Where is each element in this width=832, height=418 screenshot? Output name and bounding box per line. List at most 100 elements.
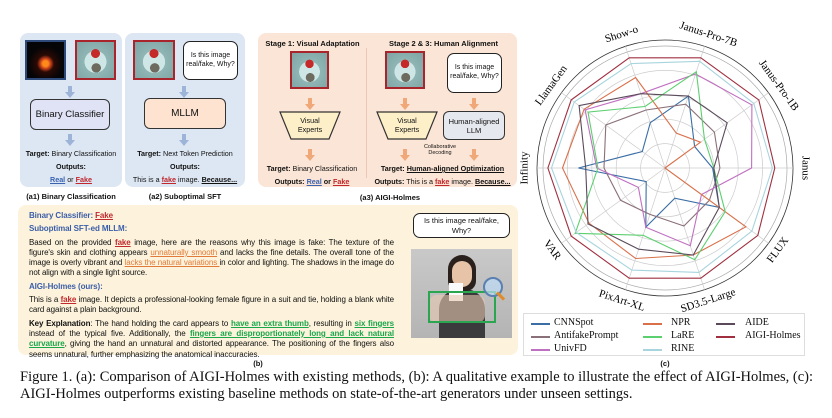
explanation-paragraph: AIGI-Holmes (ours): bbox=[29, 282, 394, 292]
series-npr bbox=[561, 76, 747, 260]
visual-experts-label: Visual Experts bbox=[297, 116, 323, 134]
caption-c: (c) bbox=[660, 359, 670, 368]
human-aligned-llm-block: Human-aligned LLM bbox=[443, 111, 505, 140]
text-segment: image. It depicts a professional-looking… bbox=[29, 295, 394, 315]
output-text: image. bbox=[451, 177, 473, 186]
fake-image-woman bbox=[411, 249, 512, 338]
stage23-title: Stage 2 & 3: Human Alignment bbox=[389, 39, 498, 48]
legend-swatch bbox=[531, 323, 550, 325]
explanation-paragraph: Key Explanation: The hand holding the ca… bbox=[29, 319, 394, 360]
stage1-title: Stage 1: Visual Adaptation bbox=[265, 39, 360, 48]
highlight-orange: unnaturally smooth bbox=[150, 247, 218, 257]
fake-image-apple bbox=[133, 40, 175, 80]
legend-label: CNNSpot bbox=[554, 317, 594, 328]
target-label: Target: bbox=[137, 149, 162, 158]
a2-outputs: This is a fake image. Because... bbox=[125, 175, 245, 184]
series-lare bbox=[574, 70, 726, 261]
question-bubble: Is this image real/fake, Why? bbox=[447, 53, 502, 93]
axis-label: Janus bbox=[799, 156, 811, 180]
fake-image-apple bbox=[385, 51, 425, 89]
legend-swatch bbox=[531, 336, 550, 338]
highlight-green: six fingers bbox=[354, 318, 395, 328]
figure-caption: Figure 1. (a): Comparison of AIGI-Holmes… bbox=[20, 369, 825, 403]
output-fake: fake bbox=[435, 177, 450, 186]
axis-label: Infinity bbox=[520, 151, 531, 184]
axis-spoke bbox=[625, 46, 666, 169]
stage-divider bbox=[366, 48, 367, 178]
highlight-fake: fake bbox=[60, 295, 77, 305]
arrow-down-icon bbox=[65, 86, 75, 98]
target-value: Next Token Prediction bbox=[163, 149, 233, 158]
mllm-block: MLLM bbox=[144, 98, 226, 129]
axis-label: Janus-Pro-7B bbox=[678, 19, 739, 49]
output-because: Because... bbox=[475, 177, 511, 186]
outputs-label: Outputs: bbox=[374, 177, 405, 186]
real-image-splash bbox=[25, 40, 66, 80]
output-fake: Fake bbox=[332, 177, 350, 186]
series-antifakeprompt bbox=[603, 103, 721, 227]
text-segment: instead of the typical five. Additionall… bbox=[29, 328, 190, 338]
text-segment: image, here are the reasons why this ima… bbox=[29, 237, 394, 257]
output-text: image. bbox=[178, 175, 200, 184]
caption-a2: (a2) Suboptimal SFT bbox=[148, 192, 222, 201]
caption-line-1: Figure 1. (a): Comparison of AIGI-Holmes… bbox=[20, 369, 814, 385]
series-rine bbox=[550, 60, 773, 273]
caption-line-2: AIGI-Holmes outperforms existing baselin… bbox=[20, 386, 633, 402]
output-real: Real bbox=[50, 175, 66, 184]
arrow-down-icon bbox=[179, 86, 189, 98]
series-aide bbox=[578, 93, 728, 256]
legend-label: AIGI-Holmes bbox=[745, 330, 801, 341]
fake-image-apple bbox=[75, 40, 116, 80]
visual-experts-block bbox=[279, 111, 341, 140]
axis-spoke bbox=[625, 167, 666, 290]
explanation-paragraph: This is a fake image. It depicts a profe… bbox=[29, 295, 394, 316]
radar-chart: JanusJanus-Pro-1BJanus-Pro-7BShow-oLlama… bbox=[520, 19, 811, 312]
output-text: This is a bbox=[132, 175, 160, 184]
explanation-paragraph: Binary Classifier: Fake bbox=[29, 211, 394, 221]
collaborative-decoding-label: Collaborative Decoding bbox=[423, 144, 457, 156]
text-segment: , giving the hand an unnatural and disto… bbox=[29, 339, 394, 359]
target-label: Target: bbox=[25, 149, 50, 158]
binary-classifier-block: Binary Classifier bbox=[30, 99, 110, 130]
arrow-down-icon bbox=[65, 134, 75, 146]
output-fake: fake bbox=[161, 175, 176, 184]
caption-b: (b) bbox=[253, 359, 263, 368]
outputs-label: Outputs: bbox=[274, 177, 305, 186]
target-value: Binary Classification bbox=[292, 164, 358, 173]
arrow-down-icon bbox=[469, 98, 479, 110]
axis-label: LlamaGen bbox=[533, 63, 570, 108]
block-label: MLLM bbox=[171, 108, 199, 119]
text-segment: in color and lighting. The shadows in th… bbox=[29, 258, 394, 278]
legend-swatch bbox=[643, 336, 662, 338]
axis-spoke bbox=[664, 167, 705, 290]
question-bubble: Is this image real/fake, Why? bbox=[413, 213, 510, 238]
text-segment: Based on the provided bbox=[29, 237, 115, 247]
s2-target: Target: Human-aligned Optimization bbox=[368, 164, 517, 173]
axis-spoke bbox=[664, 46, 705, 169]
target-label: Target: bbox=[266, 164, 291, 173]
highlight-fake: fake bbox=[115, 237, 131, 247]
legend-label: RINE bbox=[671, 343, 695, 354]
s2-outputs: Outputs: This is a fake image. Because..… bbox=[368, 177, 517, 186]
section-heading: AIGI-Holmes (ours): bbox=[29, 281, 103, 291]
highlight-green: have an extra thumb bbox=[230, 318, 309, 328]
output-real: Real bbox=[306, 177, 322, 186]
highlight-green: fingers are disproportionately long and … bbox=[29, 328, 394, 349]
legend-label: AIDE bbox=[745, 317, 769, 328]
explanation-paragraph: Suboptimal SFT-ed MLLM: bbox=[29, 224, 394, 234]
s1-target: Target: Binary Classification bbox=[258, 164, 366, 173]
legend-swatch bbox=[531, 349, 550, 351]
target-value: Binary Classification bbox=[51, 149, 117, 158]
series-cnnspot bbox=[578, 95, 720, 229]
visual-experts-label: Visual Experts bbox=[394, 116, 420, 134]
legend-label: AntifakePrompt bbox=[554, 330, 619, 341]
a1-target: Target: Binary Classification bbox=[20, 149, 122, 158]
llm-label: Human-aligned LLM bbox=[448, 116, 500, 135]
legend-label: NPR bbox=[671, 317, 691, 328]
series-aigi-holmes bbox=[547, 57, 776, 279]
a2-outputs-label: Outputs: bbox=[170, 162, 200, 171]
block-label: Binary Classifier bbox=[35, 109, 105, 120]
text-segment: and lacks the fine details. The overall … bbox=[29, 247, 394, 268]
